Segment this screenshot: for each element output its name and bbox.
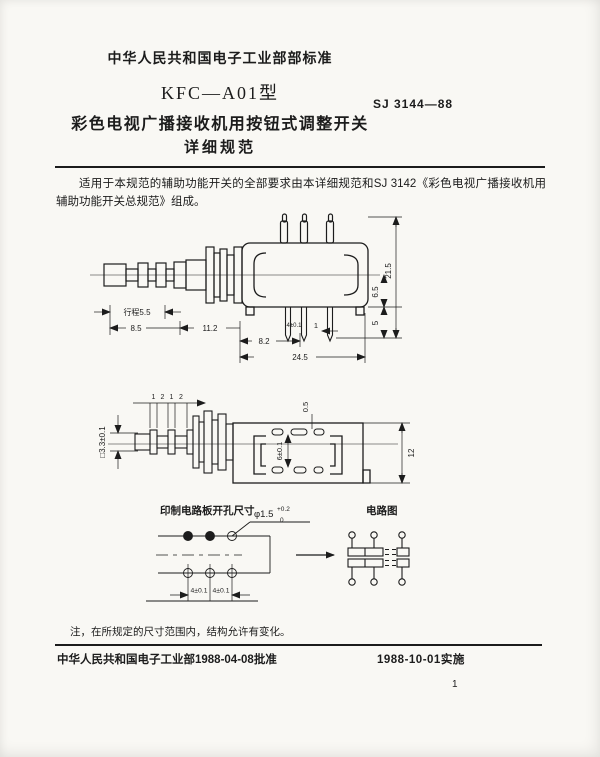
- ministry-standard-heading: 中华人民共和国电子工业部部标准: [107, 50, 333, 66]
- side-view-drawing: 行程5.5 8.5 11.2 8.2 4±0.1 1 24.5 6.5 5 21…: [90, 213, 402, 363]
- tick-label-3: 1: [170, 394, 174, 401]
- circuit-title: 电路图: [366, 504, 398, 517]
- note-text: 注，在所规定的尺寸范围内，结构允许有变化。: [70, 626, 291, 638]
- approval-statement: 中华人民共和国电子工业部1988-04-08批准: [57, 654, 277, 666]
- stroke-dimension-label: 行程5.5: [123, 307, 151, 317]
- switch-body-top-outline: [232, 422, 371, 484]
- standard-number: SJ 3144—88: [373, 97, 454, 111]
- plunger-shaft-top: [134, 410, 234, 474]
- document-subtitle: 详细规范: [183, 139, 256, 156]
- effective-date: 1988-10-01实施: [377, 654, 465, 666]
- dim-5-label: 5: [371, 320, 380, 325]
- dim-1-label: 1: [314, 321, 318, 330]
- pcb-title: 印制电路板开孔尺寸: [160, 504, 255, 517]
- dimension-lines: [94, 216, 402, 363]
- pcb-dim-right-label: 4±0.1: [213, 588, 230, 595]
- switch-body-outline: [241, 242, 369, 316]
- dimension-lines: [110, 399, 410, 484]
- dim-12-label: 12: [407, 448, 416, 457]
- dim-0-5-label: 0.5: [301, 402, 310, 412]
- contact-rivets: [271, 428, 325, 474]
- tick-label-1: 1: [152, 394, 156, 401]
- dim-6-5-label: 6.5: [371, 286, 380, 298]
- dim-24-5-label: 24.5: [292, 353, 308, 362]
- pcb-and-circuit-drawing: 印制电路板开孔尺寸 φ1.5 +0.2 0 电路图 4±0.1 4±0.1: [146, 504, 410, 602]
- tolerance-lower-label: 0: [280, 517, 284, 524]
- dim-8-5-label: 8.5: [130, 324, 142, 333]
- intro-paragraph: 适用于本规范的辅助功能开关的全部要求由本详细规范和SJ 3142《彩色电视广播接…: [56, 178, 546, 208]
- header-divider-rule: [55, 166, 545, 168]
- dim-21-5-label: 21.5: [384, 263, 393, 279]
- document-title: 彩色电视广播接收机用按钮式调整开关: [71, 116, 369, 133]
- top-view-drawing: 1 2 1 2 □3.3±0.1 0.5 6±0.1 12: [98, 394, 416, 484]
- dim-4-label: 4±0.1: [287, 323, 303, 329]
- pcb-hole-pattern: [146, 521, 310, 602]
- pcb-dim-left-label: 4±0.1: [191, 588, 208, 595]
- page-number: 1: [452, 679, 458, 690]
- model-designation: KFC—A01型: [160, 83, 279, 103]
- hole-diameter-label: φ1.5: [254, 509, 273, 520]
- plunger-shaft: [103, 246, 243, 304]
- tick-label-4: 2: [179, 394, 183, 401]
- footer-divider-rule: [55, 644, 542, 646]
- dim-square-label: □3.3±0.1: [98, 426, 107, 458]
- top-terminal-pins: [279, 213, 335, 244]
- dim-8-2-label: 8.2: [258, 337, 270, 346]
- dim-11-2-label: 11.2: [203, 324, 219, 333]
- dim-6-label: 6±0.1: [275, 442, 284, 461]
- tolerance-upper-label: +0.2: [277, 506, 290, 513]
- tick-label-2: 2: [161, 394, 165, 401]
- circuit-schematic: [347, 531, 410, 586]
